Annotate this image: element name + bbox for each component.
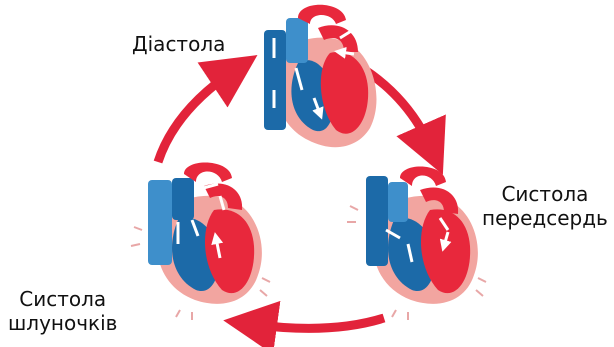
label-atrial-systole-line1: Систола bbox=[482, 182, 608, 206]
heart-atrial-systole bbox=[347, 166, 486, 320]
label-atrial-systole: Систола передсердь bbox=[482, 182, 608, 230]
label-diastole-text: Діастола bbox=[132, 32, 225, 56]
label-ventricular-systole: Систола шлуночків bbox=[8, 287, 117, 335]
label-diastole: Діастола bbox=[132, 32, 225, 56]
label-ventricular-systole-line1: Систола bbox=[8, 287, 117, 311]
label-atrial-systole-line2: передсердь bbox=[482, 206, 608, 230]
cycle-arrow-ventricular-to-diastole bbox=[158, 70, 235, 162]
label-ventricular-systole-line2: шлуночків bbox=[8, 311, 117, 335]
cycle-arrow-atrial-to-ventricular bbox=[250, 318, 384, 328]
heart-diastole bbox=[264, 5, 376, 147]
heart-ventricular-systole bbox=[131, 162, 270, 320]
